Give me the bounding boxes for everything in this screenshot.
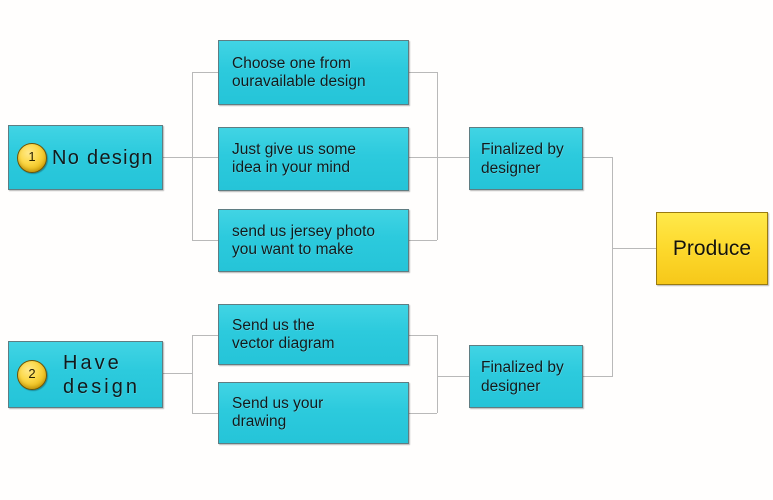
- step-number-badge: 1: [17, 142, 47, 173]
- connector-bracket2-to-option1: [192, 335, 219, 336]
- connector-merge2-to-finalized2: [437, 376, 469, 377]
- connector-bracket2-vertical: [192, 335, 193, 413]
- connector-finalized1-to-produce-bracket: [583, 157, 613, 158]
- option-card-label: Send us your drawing: [232, 395, 324, 430]
- entry-node-no-design[interactable]: 1 No design: [8, 125, 163, 190]
- connector-merge1-to-finalized1: [437, 157, 469, 158]
- connector-option2-to-merge1: [409, 157, 437, 158]
- connector-option3-to-merge1: [409, 240, 437, 241]
- connector-merge2-vertical: [437, 335, 438, 413]
- option-card-label: Send us the vector diagram: [232, 316, 335, 352]
- option-card-choose-existing-design[interactable]: Choose one from ouravailable design: [218, 40, 409, 105]
- connector-bracket1-to-option2: [192, 157, 219, 158]
- entry-node-have-design[interactable]: 2 Have design: [8, 341, 163, 408]
- connector-bracket1-to-option3: [192, 240, 219, 241]
- connector-merge1-vertical: [437, 72, 438, 240]
- option-card-send-jersey-photo[interactable]: send us jersey photo you want to make: [218, 209, 409, 272]
- step-number-badge: 2: [17, 359, 47, 390]
- produce-node[interactable]: Produce: [656, 212, 768, 285]
- connector-produce-bracket-vertical: [612, 157, 613, 376]
- connector-bracket1-to-option1: [192, 72, 219, 73]
- finalized-node-label: Finalized by designer: [481, 140, 564, 177]
- option-card-give-idea[interactable]: Just give us some idea in your mind: [218, 127, 409, 191]
- watermark-text: [0, 0, 773, 34]
- connector-option4-to-merge2: [409, 335, 437, 336]
- entry-node-label: Have design: [63, 351, 140, 398]
- option-card-label: Just give us some idea in your mind: [232, 141, 357, 176]
- produce-node-label: Produce: [672, 236, 752, 260]
- connector-option1-to-merge1: [409, 72, 437, 73]
- connector-option5-to-merge2: [409, 413, 437, 414]
- connector-entry1-to-bracket: [163, 157, 193, 158]
- connector-finalized2-to-produce-bracket: [583, 376, 613, 377]
- connector-bracket1-vertical: [192, 72, 193, 240]
- option-card-label: Choose one from ouravailable design: [232, 54, 366, 90]
- option-card-label: send us jersey photo you want to make: [232, 222, 376, 258]
- option-card-send-vector-diagram[interactable]: Send us the vector diagram: [218, 304, 409, 365]
- connector-bracket-to-produce: [612, 248, 656, 249]
- option-card-send-drawing[interactable]: Send us your drawing: [218, 382, 409, 444]
- connector-entry2-to-bracket: [163, 373, 193, 374]
- entry-node-label: No design: [52, 146, 154, 169]
- connector-bracket2-to-option2: [192, 413, 219, 414]
- finalized-by-designer-node-1[interactable]: Finalized by designer: [469, 127, 583, 190]
- finalized-node-label: Finalized by designer: [481, 358, 564, 395]
- finalized-by-designer-node-2[interactable]: Finalized by designer: [469, 345, 583, 408]
